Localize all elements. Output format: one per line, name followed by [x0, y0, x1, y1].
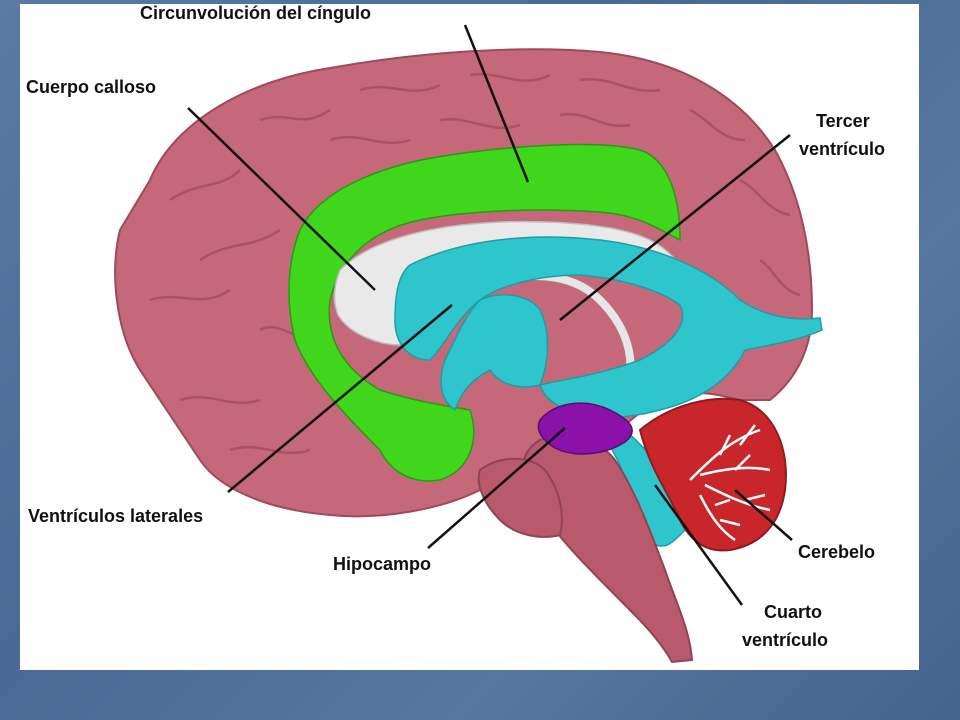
leader-line-third-ventricle	[559, 134, 791, 321]
label-fourth-ventricle-line1: Cuarto	[764, 602, 822, 622]
leader-line-cingulate	[463, 24, 530, 183]
label-hippocampus: Hipocampo	[333, 554, 431, 574]
third-ventricle	[440, 294, 549, 412]
leader-lines	[187, 24, 793, 606]
arbor-vitae	[689, 424, 771, 542]
label-third-ventricle-line1: Tercer	[816, 111, 870, 131]
label-third-ventricle-line2: ventrículo	[799, 139, 885, 159]
label-corpus-callosum: Cuerpo calloso	[26, 77, 156, 97]
leader-line-corpus-callosum	[187, 107, 376, 291]
label-cerebellum: Cerebelo	[798, 542, 875, 562]
cerebellum	[638, 397, 787, 552]
brain-diagram: Circunvolución del cíngulo Cuerpo callos…	[26, 4, 885, 664]
cingulate-gyrus	[288, 143, 681, 482]
leader-line-fourth-ventricle	[653, 484, 744, 606]
lateral-ventricles	[394, 236, 823, 419]
leader-line-lateral-ventricles	[227, 304, 453, 493]
leader-line-cerebellum	[734, 489, 793, 541]
label-fourth-ventricle-line2: ventrículo	[742, 630, 828, 650]
label-lateral-ventricles: Ventrículos laterales	[28, 506, 203, 526]
leader-line-hippocampus	[427, 427, 566, 549]
slide-panel: Circunvolución del cíngulo Cuerpo callos…	[20, 4, 919, 670]
label-cingulate: Circunvolución del cíngulo	[140, 4, 371, 23]
